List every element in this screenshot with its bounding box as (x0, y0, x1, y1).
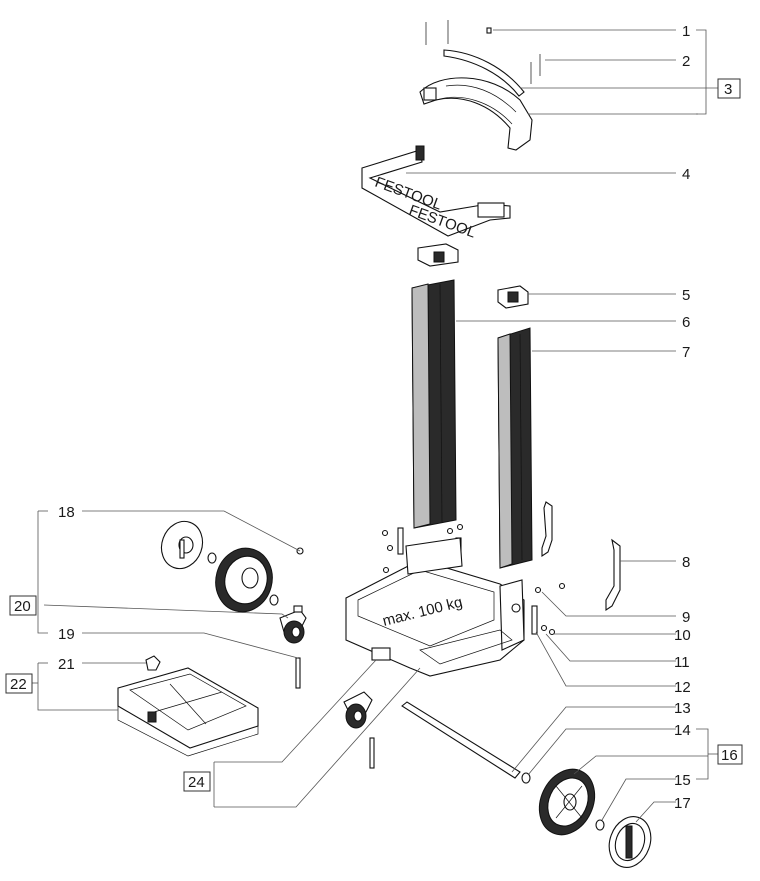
callout-12: 12 (674, 679, 691, 696)
callout-3-box (717, 78, 741, 99)
column-left (411, 279, 457, 529)
callout-4: 4 (682, 166, 690, 183)
callout-6: 6 (682, 314, 690, 331)
axle (401, 701, 521, 779)
callout-17: 17 (674, 795, 691, 812)
callout-labels: 1 2 3 4 5 6 7 8 9 10 11 12 13 14 16 15 1… (5, 23, 743, 812)
retaining-ring (595, 819, 605, 831)
callout-20: 20 (14, 598, 31, 615)
callout-21: 21 (58, 656, 75, 673)
callout-3: 3 (724, 81, 732, 98)
side-brackets (541, 501, 621, 612)
hub-cap-right (608, 816, 652, 868)
strap: FESTOOL FESTOOL (361, 145, 511, 242)
column-right (497, 327, 533, 569)
leader-lines (30, 29, 718, 823)
handle-cover (443, 49, 525, 97)
storage-tray (117, 667, 259, 757)
callout-9: 9 (682, 609, 690, 626)
callout-18: 18 (58, 504, 75, 521)
washer-left (207, 552, 217, 564)
wheel-left (215, 547, 273, 613)
tray-clip (145, 655, 161, 671)
callout-1: 1 (682, 23, 690, 40)
callout-16-box (717, 744, 743, 765)
hub-cap-left (160, 520, 204, 570)
screws-top (425, 20, 541, 84)
handle (419, 77, 533, 151)
callout-10: 10 (674, 627, 691, 644)
castor-pin-lower (369, 737, 375, 769)
callout-24-box (183, 771, 211, 792)
washer-left-2 (269, 594, 279, 606)
callout-5: 5 (682, 287, 690, 304)
callout-13: 13 (674, 700, 691, 717)
callout-11: 11 (674, 654, 690, 671)
castor-with-brake (279, 605, 307, 644)
wheel-right (538, 768, 596, 836)
callout-20-box (9, 595, 37, 616)
callout-8: 8 (682, 554, 690, 571)
callout-15: 15 (674, 772, 691, 789)
callout-16: 16 (721, 747, 738, 764)
callout-22-box (5, 673, 33, 694)
label-sticker (371, 647, 391, 661)
castor-lower (343, 691, 373, 729)
axle-washer (521, 772, 531, 784)
callout-7: 7 (682, 344, 690, 361)
castor-pin (295, 657, 301, 689)
callout-14: 14 (674, 722, 691, 739)
column-clips (417, 243, 529, 309)
base-frame: max. 100 kg (345, 537, 525, 677)
callout-2: 2 (682, 53, 690, 70)
callout-19: 19 (58, 626, 75, 643)
callout-24: 24 (188, 774, 205, 791)
callout-22: 22 (10, 676, 27, 693)
